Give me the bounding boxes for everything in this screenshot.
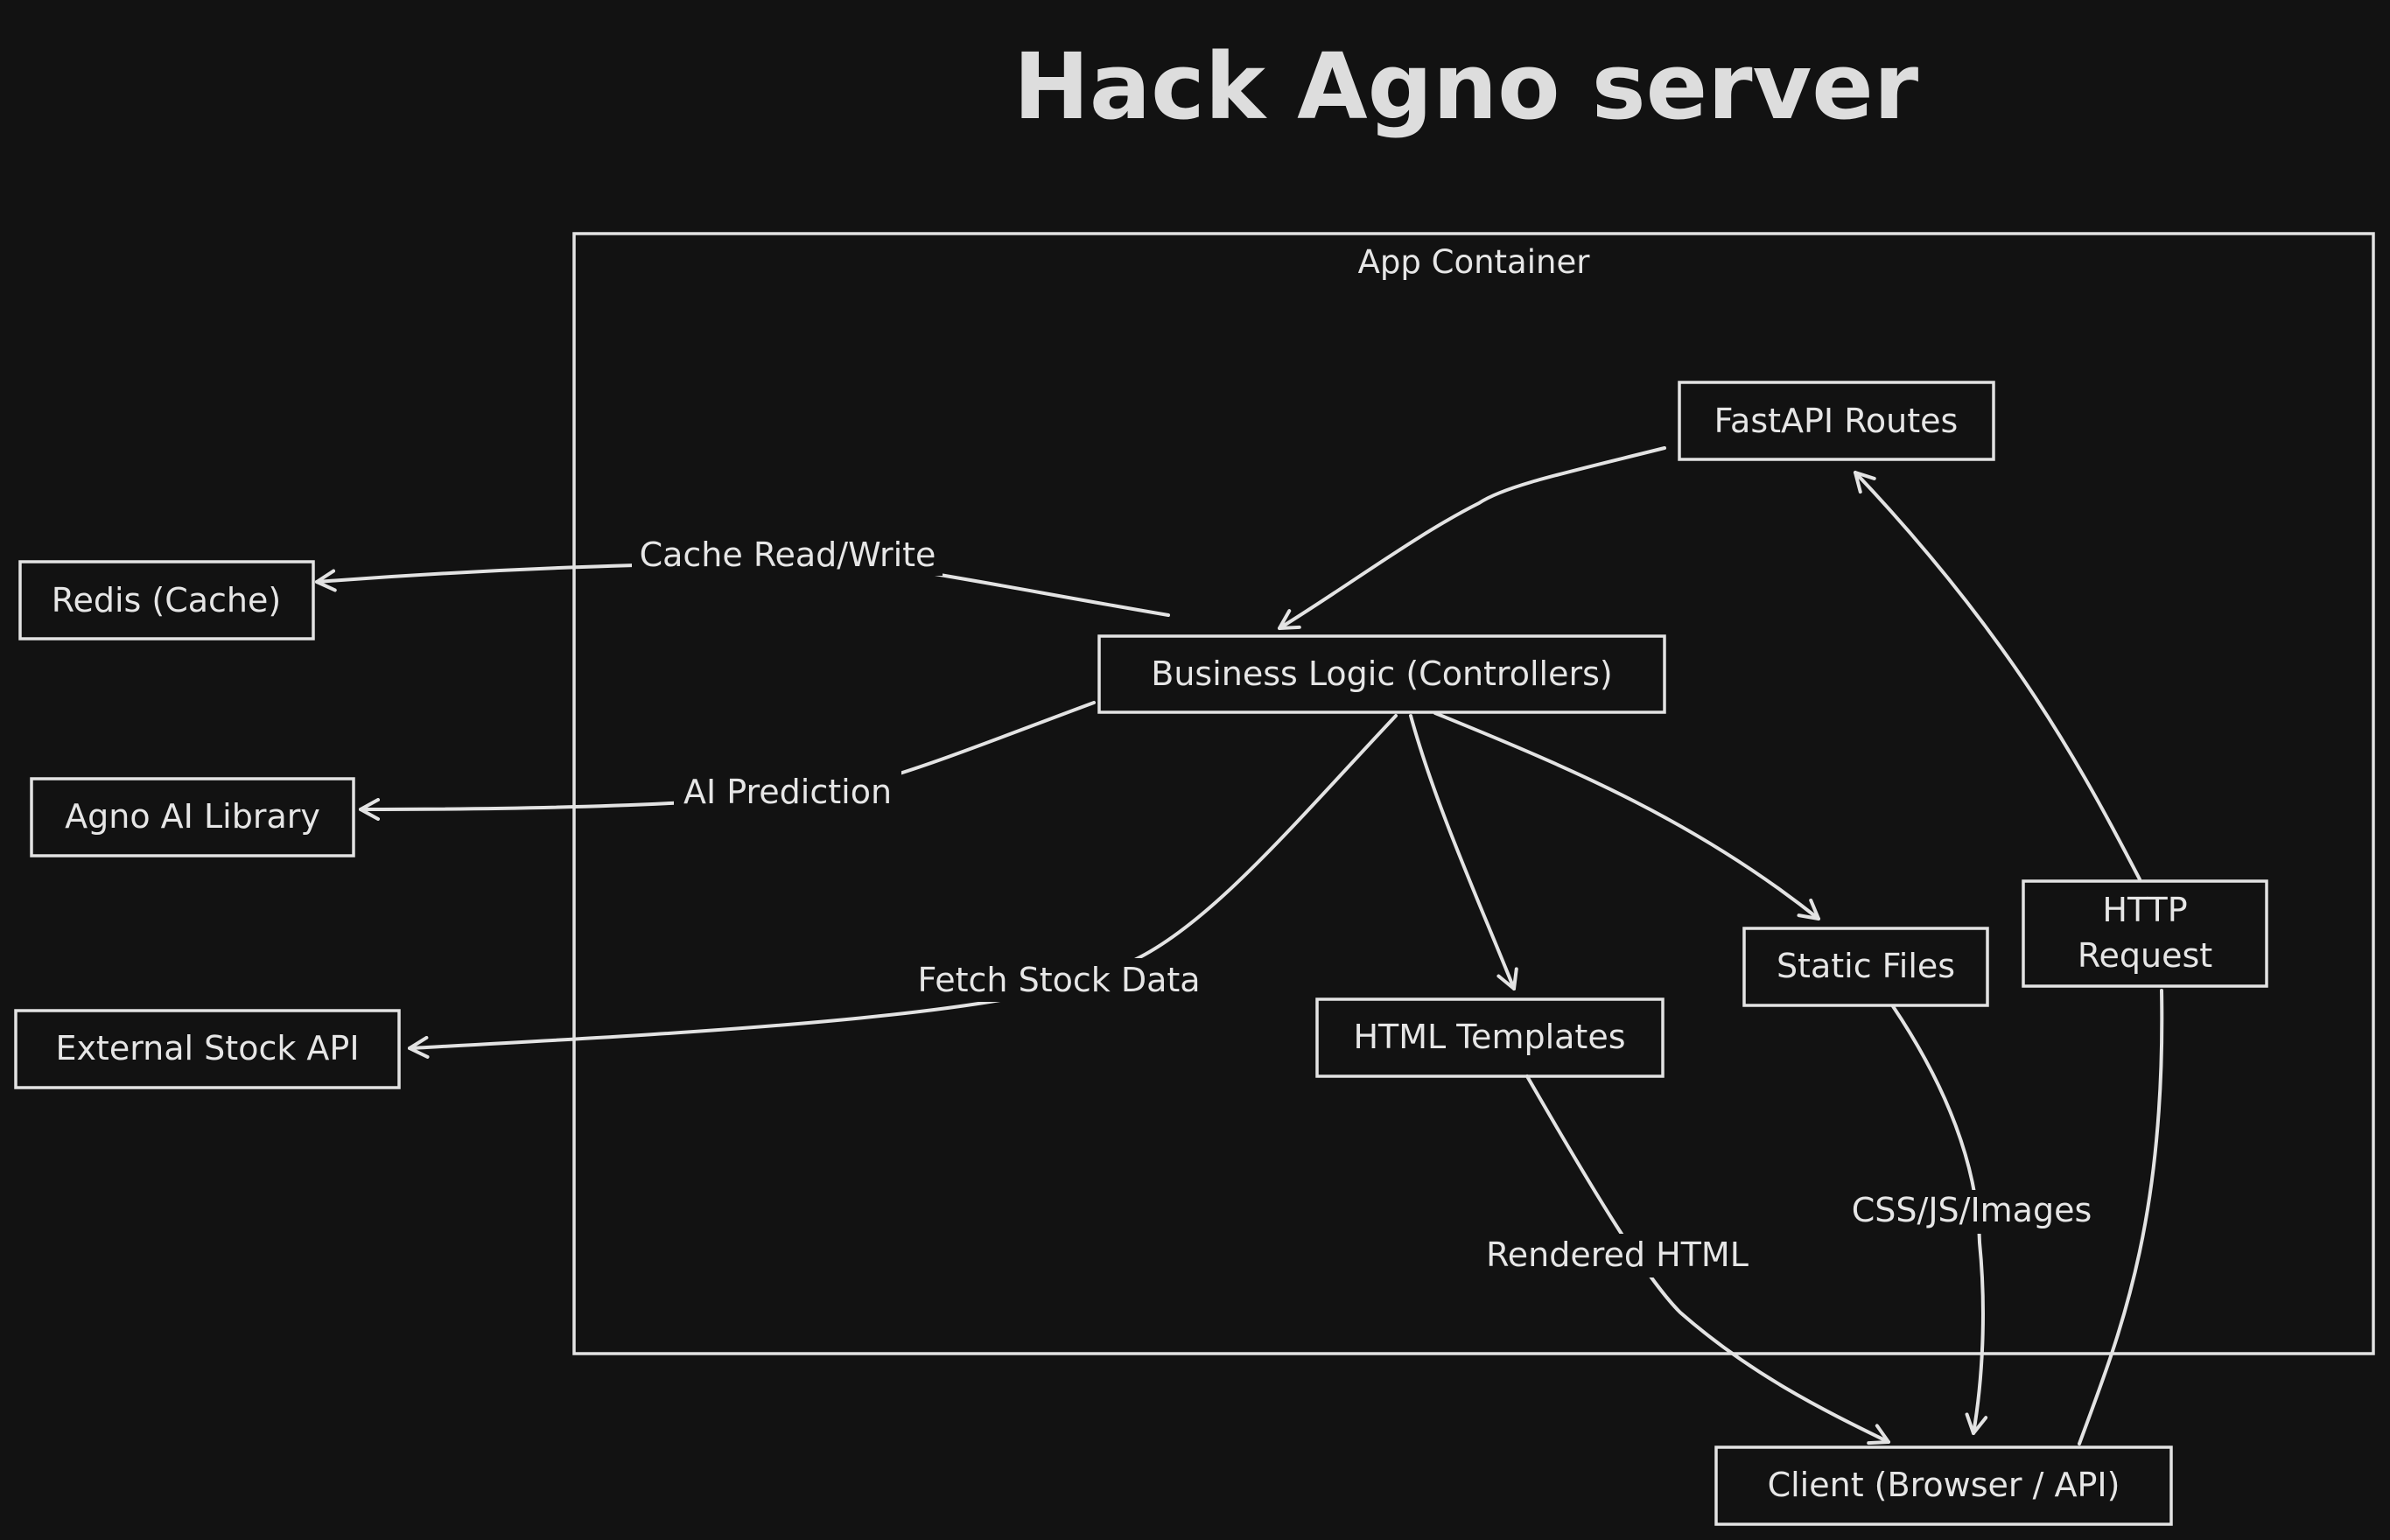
app-container-label: App Container	[1358, 243, 1591, 281]
edge-business-to-html-templates	[1409, 714, 1518, 990]
node-label-stock-api: External Stock API	[55, 1029, 359, 1068]
edge-html-templates-to-client	[1525, 1074, 1890, 1446]
node-label-business: Business Logic (Controllers)	[1151, 654, 1612, 693]
node-label-client: Client (Browser / API)	[1768, 1466, 2120, 1504]
node-html-templates: HTML Templates	[1315, 998, 1665, 1078]
edge-client-to-http-request	[2078, 989, 2164, 1446]
node-label-html-templates: HTML Templates	[1353, 1018, 1625, 1056]
node-http-request: HTTP Request	[2022, 879, 2268, 988]
app-container: App Container	[572, 232, 2375, 1355]
edge-label-cache: Cache Read/Write	[640, 536, 936, 574]
edge-label-ai: AI Prediction	[683, 773, 892, 811]
node-fastapi-routes: FastAPI Routes	[1678, 381, 1995, 461]
node-static-files: Static Files	[1742, 927, 1989, 1007]
node-label-http-line2: Request	[2078, 936, 2212, 975]
edge-label-assets: CSS/JS/Images	[1852, 1191, 2092, 1229]
node-client: Client (Browser / API)	[1714, 1446, 2173, 1526]
node-external-stock-api: External Stock API	[14, 1009, 401, 1089]
edge-business-to-static-files	[1433, 711, 1820, 920]
edge-label-rendered: Rendered HTML	[1486, 1236, 1749, 1274]
node-label-fastapi: FastAPI Routes	[1714, 402, 1959, 440]
node-business-logic: Business Logic (Controllers)	[1097, 634, 1666, 714]
edges	[315, 446, 2164, 1446]
node-label-redis: Redis (Cache)	[52, 581, 281, 620]
edge-label-fetch: Fetch Stock Data	[917, 961, 1200, 999]
edge-http-request-to-fastapi	[1854, 471, 2141, 881]
node-redis-cache: Redis (Cache)	[18, 560, 315, 640]
node-agno-ai-library: Agno AI Library	[30, 777, 355, 858]
edge-static-files-to-client	[1891, 1004, 1988, 1435]
node-label-static-files: Static Files	[1777, 947, 1955, 985]
diagram-title: Hack Agno server	[1013, 33, 1918, 140]
edge-labels: Cache Read/Write AI Prediction Fetch Sto…	[632, 532, 2113, 1278]
node-label-agno: Agno AI Library	[65, 797, 320, 836]
edge-fastapi-to-business	[1278, 446, 1666, 630]
node-label-http-line1: HTTP	[2102, 891, 2187, 929]
